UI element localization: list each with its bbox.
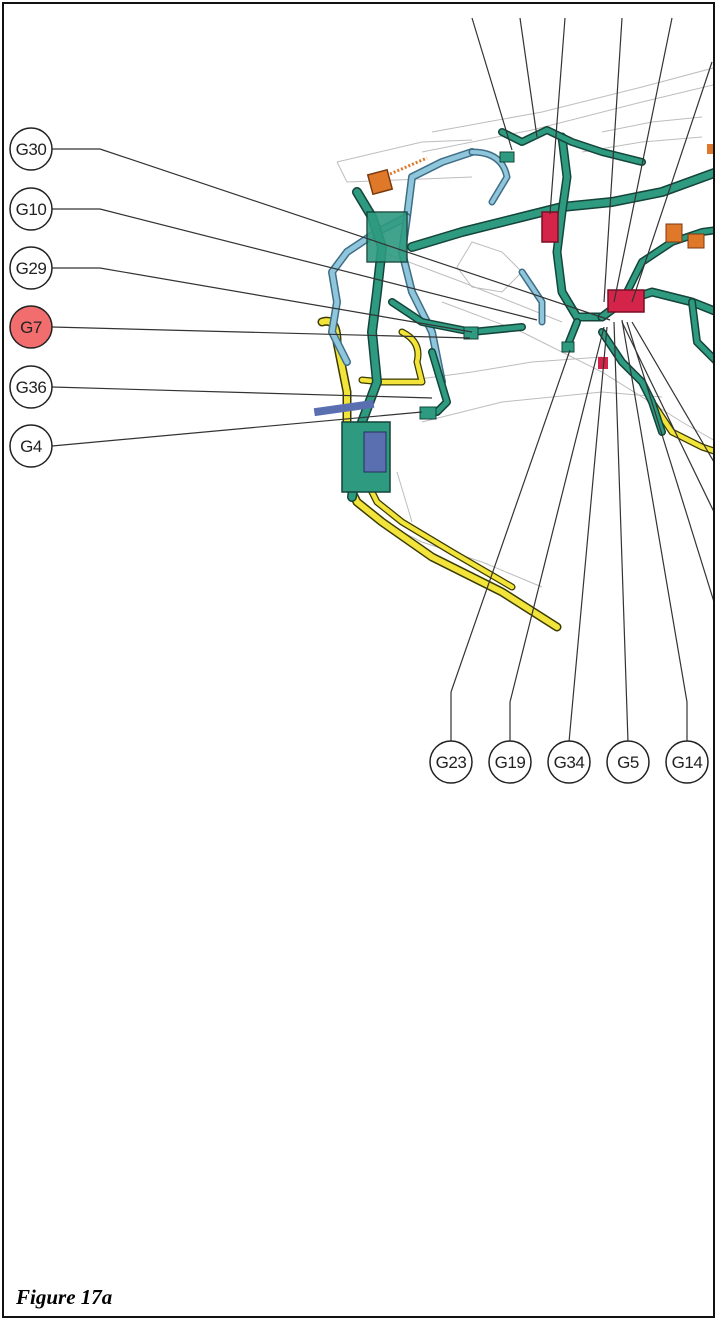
leader-lines [51, 17, 713, 743]
callout-g10[interactable]: G10 [9, 187, 53, 231]
callout-g14[interactable]: G14 [665, 740, 709, 784]
callout-g30-label: G30 [16, 140, 47, 159]
figure-caption: Figure 17a [16, 1285, 113, 1309]
callout-g34-label: G34 [554, 753, 585, 772]
main-green-harness [347, 126, 713, 502]
connector-blocks [313, 144, 713, 493]
callout-g14-label: G14 [672, 753, 703, 772]
callout-g29[interactable]: G29 [9, 246, 53, 290]
callout-g23[interactable]: G23 [429, 740, 473, 784]
callout-g36[interactable]: G36 [9, 365, 53, 409]
callout-g7-highlighted[interactable]: G7 [9, 305, 53, 349]
light-blue-harness [328, 148, 546, 386]
wiring-harness-diagram: G30 G10 G29 G7 G36 G4 G23 G19 G34 G5 G14 [9, 17, 713, 784]
callout-g4-label: G4 [20, 437, 42, 456]
callout-g5-label: G5 [617, 753, 639, 772]
callout-g19[interactable]: G19 [488, 740, 532, 784]
callout-g36-label: G36 [16, 378, 47, 397]
callout-g10-label: G10 [16, 200, 47, 219]
callout-g4[interactable]: G4 [9, 424, 53, 468]
callout-g30[interactable]: G30 [9, 127, 53, 171]
callout-g5[interactable]: G5 [606, 740, 650, 784]
callout-g34[interactable]: G34 [547, 740, 591, 784]
callout-g23-label: G23 [436, 753, 467, 772]
callout-g19-label: G19 [495, 753, 526, 772]
callout-g29-label: G29 [16, 259, 47, 278]
callout-g7-label: G7 [20, 318, 42, 337]
